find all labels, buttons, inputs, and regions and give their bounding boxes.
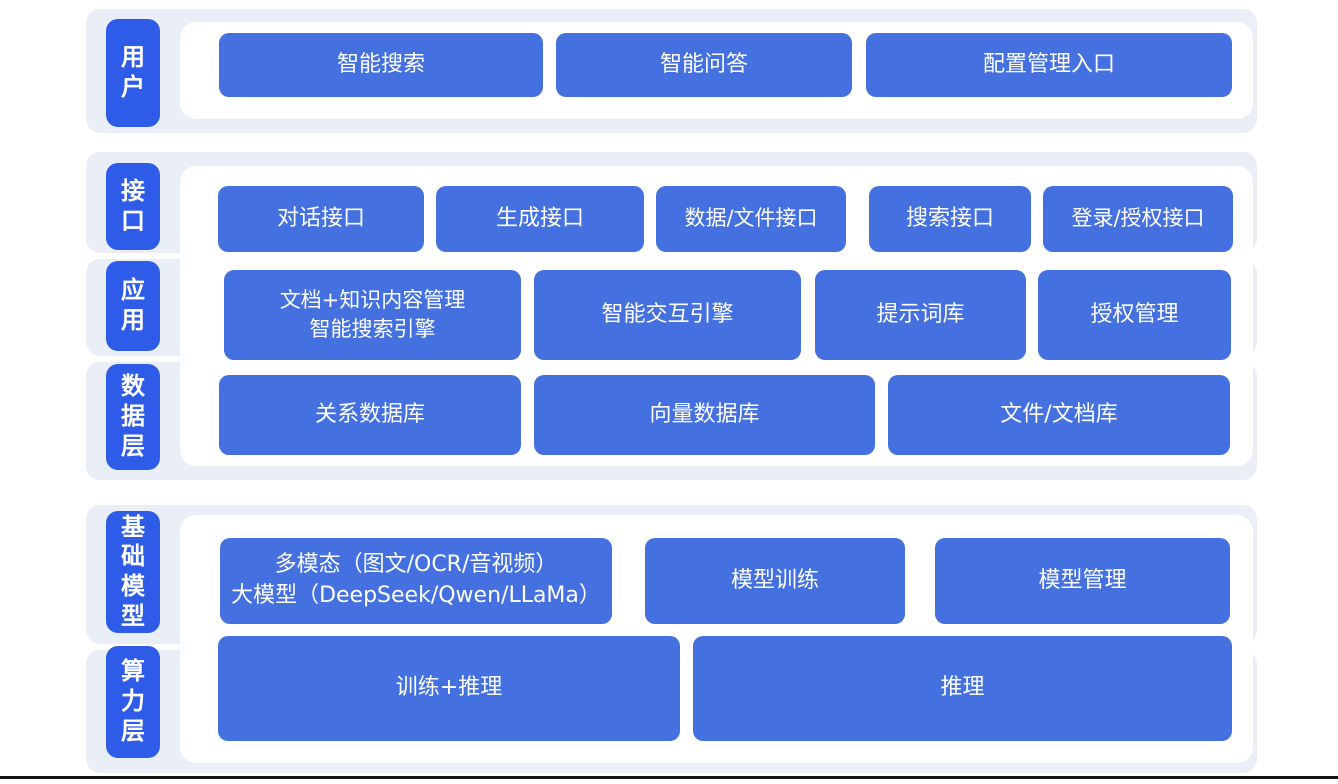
node-data-file-api: 数据/文件接口 — [656, 186, 846, 252]
node-training-inference: 训练+推理 — [218, 636, 680, 741]
node-vector-db: 向量数据库 — [534, 375, 875, 455]
node-generation-api: 生成接口 — [436, 186, 644, 252]
node-prompt-library: 提示词库 — [815, 270, 1026, 360]
node-interactive-engine: 智能交互引擎 — [534, 270, 801, 360]
node-file-doc-store: 文件/文档库 — [888, 375, 1230, 455]
node-config-mgmt-entry: 配置管理入口 — [866, 33, 1232, 97]
layer-label-user: 用 户 — [106, 19, 160, 127]
node-search-api: 搜索接口 — [869, 186, 1031, 252]
node-auth-mgmt: 授权管理 — [1038, 270, 1231, 360]
node-model-training: 模型训练 — [645, 538, 905, 624]
node-doc-knowledge-search-engine: 文档+知识内容管理 智能搜索引擎 — [224, 270, 521, 360]
node-login-auth-api: 登录/授权接口 — [1043, 186, 1233, 252]
layer-label-application: 应 用 — [106, 261, 160, 351]
bottom-divider-line — [0, 776, 1338, 779]
node-inference: 推理 — [693, 636, 1232, 741]
node-smart-search: 智能搜索 — [219, 33, 543, 97]
node-relational-db: 关系数据库 — [219, 375, 521, 455]
layer-label-compute: 算 力 层 — [106, 646, 160, 758]
layer-label-data: 数 据 层 — [106, 364, 160, 470]
node-multimodal-llm: 多模态（图文/OCR/音视频） 大模型（DeepSeek/Qwen/LLaMa） — [220, 538, 612, 624]
node-model-mgmt: 模型管理 — [935, 538, 1230, 624]
layer-label-model: 基 础 模 型 — [106, 511, 160, 633]
node-smart-qa: 智能问答 — [556, 33, 852, 97]
layer-label-interface: 接 口 — [106, 163, 160, 250]
node-dialog-api: 对话接口 — [218, 186, 424, 252]
